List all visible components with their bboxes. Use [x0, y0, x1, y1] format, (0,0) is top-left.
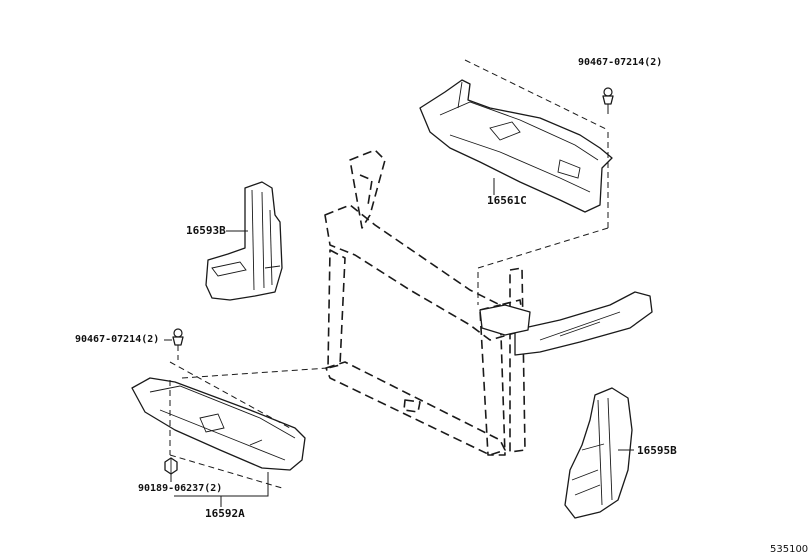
dashed-guides-16592a [169, 345, 329, 489]
label-16593b: 16593B [186, 224, 226, 237]
label-16592a: 16592A [205, 507, 245, 520]
part-16593b-shape [205, 181, 283, 301]
part-16592a-shape [131, 377, 306, 471]
label-16595b: 16595B [637, 444, 677, 457]
label-clip-upper: 90467-07214(2) [578, 57, 663, 68]
reference-code: 535100 [770, 544, 809, 555]
support-bar [479, 291, 653, 356]
part-16595b-shape [564, 387, 633, 519]
clip-icon-upper [602, 87, 614, 114]
bracket-16592a [174, 472, 269, 507]
label-16561c: 16561C [487, 194, 527, 207]
part-16561c-shape [419, 79, 613, 213]
bolt-icon-lower [164, 457, 178, 482]
dashed-guides-16561c [464, 59, 609, 305]
clip-icon-left [164, 328, 184, 346]
label-clip-left: 90467-07214(2) [75, 334, 160, 345]
label-bolt-lower: 90189-06237(2) [138, 483, 223, 494]
